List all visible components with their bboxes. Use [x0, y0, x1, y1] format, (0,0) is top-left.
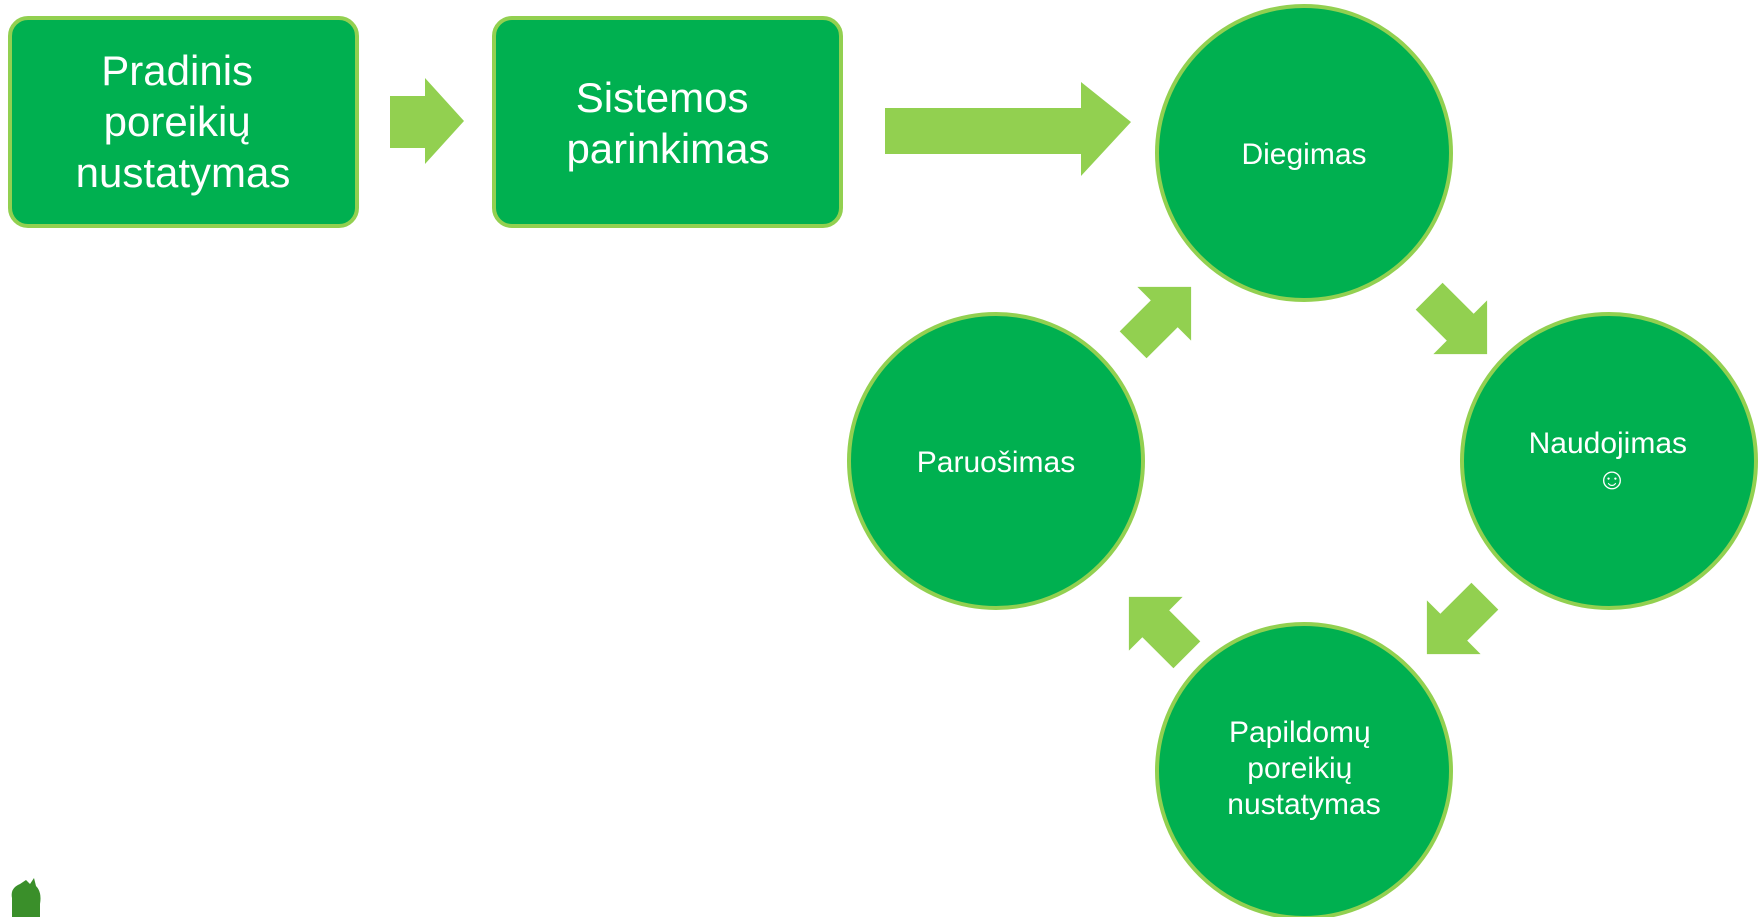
arrow-paruosimas-to-diegimas [1119, 286, 1192, 359]
cycle-node-papildomu-shape [1155, 622, 1453, 917]
logo-icon [11, 878, 41, 917]
cycle-diegimas-line-1: Diegimas [1241, 138, 1366, 171]
cycle-paruosimas-line-1: Paruošimas [917, 446, 1075, 479]
arrow-naudojimas-to-papildomu [1426, 582, 1499, 655]
cycle-node-paruosimas-shape [847, 312, 1145, 610]
arrow-diegimas-to-naudojimas [1415, 282, 1488, 355]
cycle-naudojimas-line-2: ☺ [1597, 463, 1628, 496]
cycle-node-paruosimas: Paruošimas [847, 312, 1145, 610]
logo-fragment [11, 878, 41, 917]
step-pradinis-line-3: nustatymas [76, 149, 291, 196]
step-box-pradinis: Pradinis poreikių nustatymas [8, 16, 359, 228]
cycle-node-naudojimas: Naudojimas ☺ [1460, 312, 1758, 610]
step-box-sistemos: Sistemos parinkimas [492, 16, 843, 228]
cycle-naudojimas-line-1: Naudojimas [1529, 427, 1687, 460]
cycle-node-paruosimas-label: Paruošimas [917, 446, 1075, 479]
step-box-pradinis-label: Pradinis poreikių nustatymas [76, 47, 291, 196]
cycle-node-naudojimas-label: Naudojimas ☺ [1529, 427, 1696, 496]
cycle-papildomu-line-3: nustatymas [1227, 788, 1380, 821]
cycle-node-naudojimas-shape [1460, 312, 1758, 610]
cycle-node-diegimas-shape [1155, 4, 1453, 302]
step-pradinis-line-1: Pradinis [101, 47, 253, 94]
step-box-sistemos-label: Sistemos parinkimas [566, 74, 769, 172]
cycle-papildomu-line-1: Papildomų [1229, 716, 1371, 749]
arrow-sistemos-to-diegimas [885, 82, 1131, 176]
cycle-node-diegimas-label: Diegimas [1241, 138, 1366, 171]
cycle-node-papildomu-label: Papildomų poreikių nustatymas [1227, 716, 1380, 821]
arrow-pradinis-to-sistemos [390, 78, 464, 164]
cycle-node-diegimas: Diegimas [1155, 4, 1453, 302]
step-box-sistemos-shape [492, 16, 843, 228]
step-sistemos-line-1: Sistemos [576, 74, 749, 121]
step-sistemos-line-2: parinkimas [566, 125, 769, 172]
step-pradinis-line-2: poreikių [104, 98, 251, 145]
cycle-papildomu-line-2: poreikių [1247, 752, 1352, 785]
cycle-node-papildomu: Papildomų poreikių nustatymas [1155, 622, 1453, 917]
arrow-papildomu-to-paruosimas [1128, 596, 1201, 669]
step-box-pradinis-shape [8, 16, 359, 228]
